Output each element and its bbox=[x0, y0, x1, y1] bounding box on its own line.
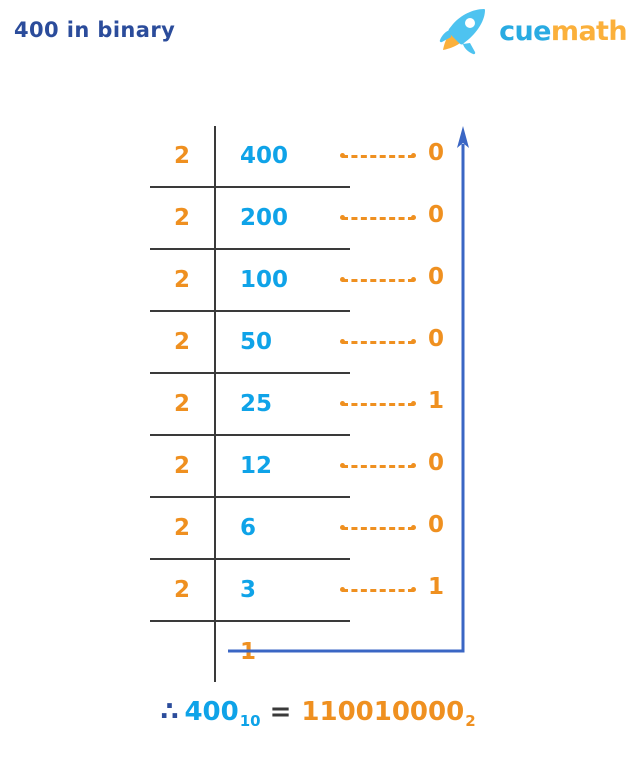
row-remainder: 0 bbox=[428, 264, 445, 290]
decimal-base: 10 bbox=[239, 712, 261, 730]
row-remainder: 0 bbox=[428, 140, 445, 166]
page-title: 400 in binary bbox=[14, 18, 176, 42]
table-row: 2 200 0 bbox=[150, 188, 444, 250]
table-row: 2 400 0 bbox=[150, 126, 444, 188]
brand-wordmark: cuemath bbox=[499, 18, 627, 45]
row-remainder: 0 bbox=[428, 450, 445, 476]
row-dividend: 12 bbox=[240, 453, 273, 479]
brand-name-math: math bbox=[550, 15, 628, 47]
table-row: 2 25 1 bbox=[150, 374, 444, 436]
remainder-dashed-line bbox=[342, 155, 414, 158]
row-dividend: 400 bbox=[240, 143, 289, 169]
dash-end-dot bbox=[411, 587, 416, 592]
rocket-icon bbox=[439, 9, 486, 55]
remainder-dashed-line bbox=[342, 465, 414, 468]
remainder-dashed-line bbox=[342, 341, 414, 344]
remainder-dashed-line bbox=[342, 589, 414, 592]
table-row: 2 100 0 bbox=[150, 250, 444, 312]
row-remainder: 0 bbox=[428, 326, 445, 352]
table-row: 2 3 1 bbox=[150, 560, 444, 622]
row-divisor: 2 bbox=[150, 126, 216, 186]
row-dividend: 25 bbox=[240, 391, 273, 417]
dash-end-dot bbox=[411, 463, 416, 468]
row-divisor: 2 bbox=[150, 498, 216, 558]
dash-end-dot bbox=[411, 525, 416, 530]
table-row: 2 12 0 bbox=[150, 436, 444, 498]
conclusion-line: ∴40010 = 1100100002 bbox=[0, 697, 635, 730]
row-divisor: 2 bbox=[150, 436, 216, 496]
row-dividend: 200 bbox=[240, 205, 289, 231]
binary-base: 2 bbox=[465, 712, 476, 730]
dash-end-dot bbox=[411, 339, 416, 344]
remainder-dashed-line bbox=[342, 279, 414, 282]
remainder-dashed-line bbox=[342, 527, 414, 530]
dash-end-dot bbox=[411, 153, 416, 158]
row-dividend: 100 bbox=[240, 267, 289, 293]
remainder-dashed-line bbox=[342, 217, 414, 220]
brand-logo: cuemath bbox=[437, 6, 628, 56]
table-row: 2 50 0 bbox=[150, 312, 444, 374]
decimal-value: 400 bbox=[184, 697, 239, 727]
row-dividend: 1 bbox=[240, 639, 257, 665]
remainder-dashed-line bbox=[342, 403, 414, 406]
table-row-final-quotient: 1 bbox=[150, 622, 350, 682]
row-divisor: 2 bbox=[150, 374, 216, 434]
row-remainder: 0 bbox=[428, 512, 445, 538]
dash-end-dot bbox=[411, 215, 416, 220]
dash-end-dot bbox=[411, 401, 416, 406]
equals-sign: = bbox=[269, 697, 292, 727]
dash-end-dot bbox=[411, 277, 416, 282]
division-table: 2 400 0 2 200 0 2 100 0 2 50 0 2 25 1 bbox=[150, 126, 444, 682]
therefore-symbol: ∴ bbox=[160, 697, 179, 727]
row-remainder: 1 bbox=[428, 388, 445, 414]
row-remainder: 0 bbox=[428, 202, 445, 228]
row-divisor: 2 bbox=[150, 250, 216, 310]
row-dividend: 6 bbox=[240, 515, 257, 541]
row-divisor: 2 bbox=[150, 312, 216, 372]
row-divisor bbox=[150, 622, 216, 682]
row-dividend: 3 bbox=[240, 577, 257, 603]
table-row: 2 6 0 bbox=[150, 498, 444, 560]
row-remainder: 1 bbox=[428, 574, 445, 600]
binary-value: 110010000 bbox=[301, 697, 465, 727]
row-dividend: 50 bbox=[240, 329, 273, 355]
brand-name-cue: cue bbox=[499, 15, 551, 47]
row-divisor: 2 bbox=[150, 188, 216, 248]
row-divisor: 2 bbox=[150, 560, 216, 620]
